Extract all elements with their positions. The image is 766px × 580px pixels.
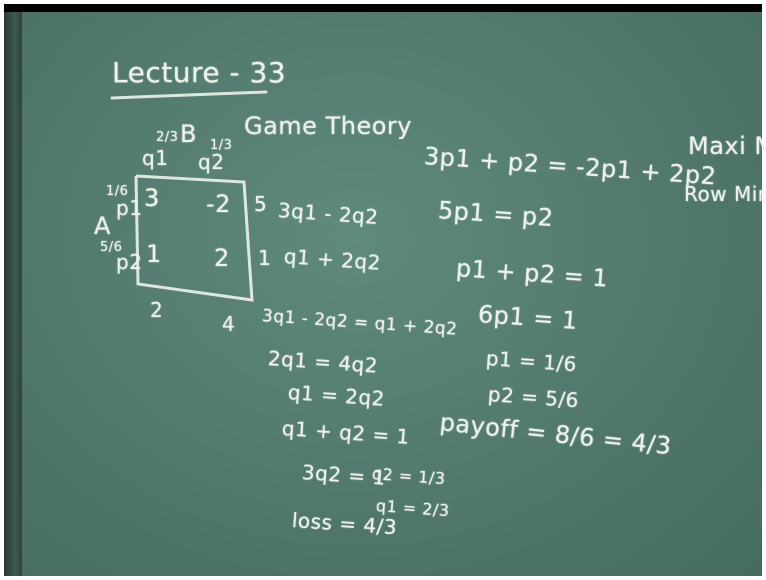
row-header-1: p1 <box>116 196 143 220</box>
right-edge-line-1: Maxi M <box>688 132 766 160</box>
row-diff-1: 5 <box>254 192 268 216</box>
photo-frame <box>4 4 762 576</box>
chalkboard <box>22 12 762 576</box>
row-prob-2: 5/6 <box>100 240 123 255</box>
col-diff-2: 4 <box>222 312 236 336</box>
cell-r2c2: 2 <box>214 244 230 272</box>
player-row-label: A <box>94 212 111 240</box>
row-header-2: p2 <box>116 250 143 274</box>
col-header-1: q1 <box>142 146 169 170</box>
right-edge-line-2: Row Min <box>684 182 766 206</box>
cell-r1c2: -2 <box>206 190 231 218</box>
cell-r2c1: 1 <box>146 240 162 268</box>
player-col-label: B <box>180 120 197 148</box>
row-diff-2: 1 <box>258 246 272 270</box>
row-prob-1: 1/6 <box>106 184 129 199</box>
topic-title: Game Theory <box>244 112 412 140</box>
col-header-2: q2 <box>198 150 225 174</box>
col-prob-2: 1/3 <box>210 138 233 153</box>
col-diff-1: 2 <box>150 298 164 322</box>
col-prob-1: 2/3 <box>156 130 179 145</box>
board-left-edge <box>4 12 22 576</box>
lecture-title: Lecture - 33 <box>112 56 287 89</box>
cell-r1c1: 3 <box>144 184 160 212</box>
